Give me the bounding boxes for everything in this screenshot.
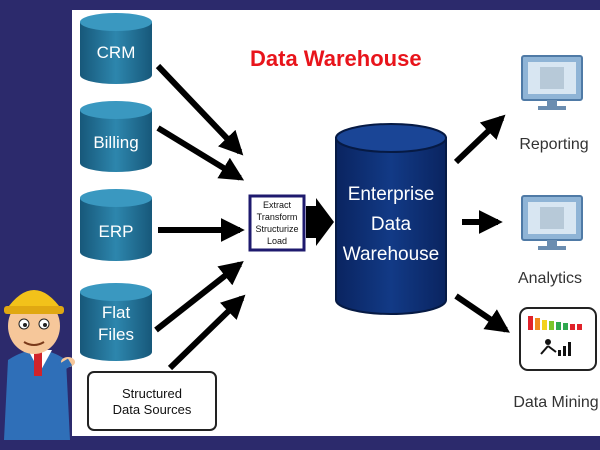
source-label: ERP — [99, 222, 134, 241]
monitor-icon — [521, 195, 583, 250]
source-label: Billing — [93, 133, 138, 152]
arrow — [167, 294, 246, 371]
source-billing: Billing — [80, 101, 152, 172]
source-label: Files — [98, 325, 134, 344]
etl-line: Extract — [263, 200, 292, 210]
source-flat-files: Flat Files — [80, 283, 152, 361]
arrow — [154, 261, 244, 333]
worker-mascot-icon — [4, 290, 75, 440]
etl-line: Structurize — [255, 224, 298, 234]
source-erp: ERP — [80, 189, 152, 261]
warehouse-label: Enterprise — [348, 184, 435, 205]
arrow — [156, 125, 245, 181]
structured-sources-box: Structured Data Sources — [87, 371, 217, 431]
warehouse-label: Warehouse — [343, 244, 439, 265]
source-crm: CRM — [80, 13, 152, 84]
monitor-icon — [521, 55, 583, 110]
diagram-title: Data Warehouse — [250, 46, 422, 71]
bar-chart-icon — [519, 307, 597, 371]
etl-to-warehouse-arrow — [306, 198, 334, 246]
etl-line: Load — [267, 236, 287, 246]
arrow — [453, 114, 506, 165]
structured-sources-label: Data Sources — [113, 402, 192, 417]
output-label-data-mining: Data Mining — [513, 394, 598, 411]
enterprise-warehouse: Enterprise Data Warehouse — [335, 123, 447, 315]
etl-line: Transform — [257, 212, 298, 222]
source-label: Flat — [102, 303, 131, 322]
source-arrows — [154, 63, 246, 371]
etl-box: Extract Transform Structurize Load — [248, 194, 306, 252]
warehouse-label: Data — [371, 214, 412, 235]
output-label-analytics: Analytics — [518, 270, 582, 287]
structured-sources-label: Structured — [122, 386, 182, 401]
source-label: CRM — [97, 43, 136, 62]
arrow — [155, 63, 244, 156]
output-label-reporting: Reporting — [519, 136, 588, 153]
arrow — [454, 293, 510, 333]
output-arrows — [453, 114, 510, 333]
